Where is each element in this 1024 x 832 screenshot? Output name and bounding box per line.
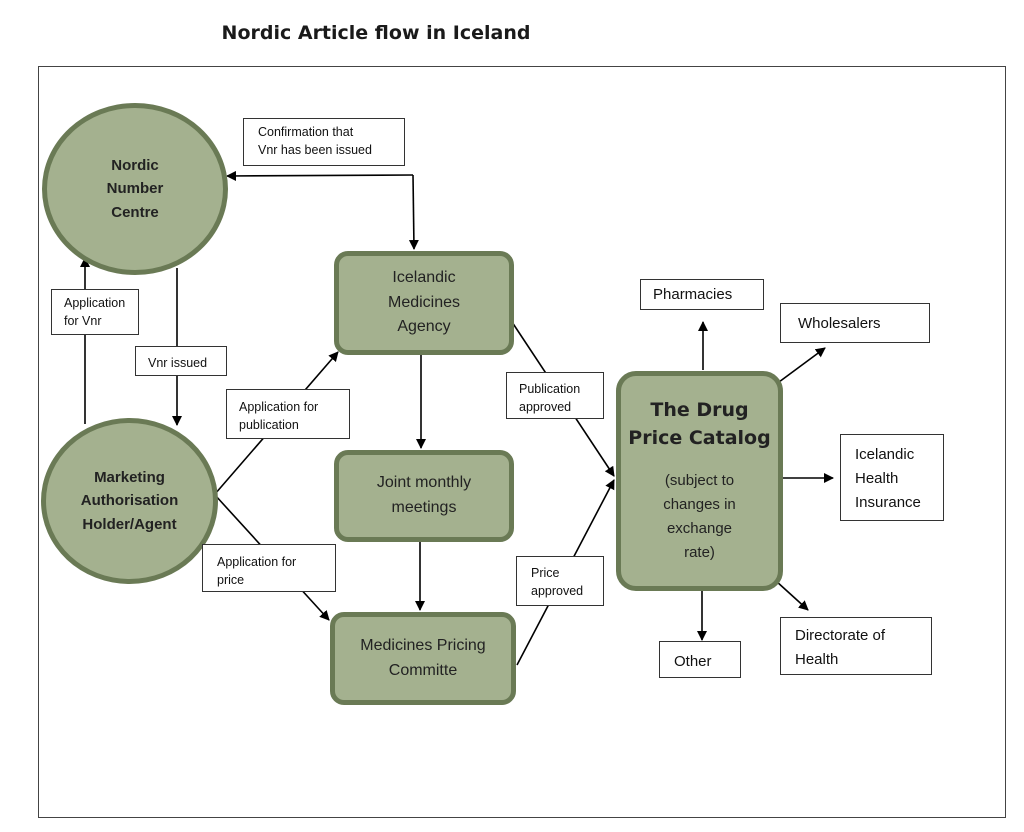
marketing-authorisation-holder-node: Marketing Authorisation Holder/Agent xyxy=(41,418,218,584)
wholesalers-box: Wholesalers xyxy=(780,303,930,343)
nordic-number-centre-label: Nordic Number Centre xyxy=(106,157,164,221)
medicines-pricing-committee-label: Medicines Pricing Committe xyxy=(360,636,486,679)
application-vnr-label: Application for Vnr xyxy=(51,289,139,335)
joint-monthly-meetings-label: Joint monthly meetings xyxy=(376,474,472,516)
publication-approved-label: Publication approved xyxy=(506,372,604,419)
page-title: Nordic Article flow in Iceland xyxy=(221,22,531,44)
arrow-to-wholesalers xyxy=(778,347,826,383)
pharmacies-box: Pharmacies xyxy=(640,279,764,310)
arrow-to-directorate xyxy=(775,580,809,611)
marketing-authorisation-holder-label: Marketing Authorisation Holder/Agent xyxy=(80,469,179,533)
icelandic-health-insurance-box: Icelandic Health Insurance xyxy=(840,434,944,521)
application-publication-label: Application for publication xyxy=(226,389,350,439)
arrow-confirmation-to-agency xyxy=(408,174,419,250)
other-box: Other xyxy=(659,641,741,678)
joint-monthly-meetings-node: Joint monthly meetings xyxy=(334,450,514,542)
icelandic-medicines-agency-node: Icelandic Medicines Agency xyxy=(334,251,514,355)
nordic-number-centre-node: Nordic Number Centre xyxy=(42,103,228,275)
confirmation-label: Confirmation that Vnr has been issued xyxy=(243,118,405,166)
application-price-label: Application for price xyxy=(202,544,336,592)
drug-price-catalog-title: The Drug Price Catalog xyxy=(628,399,771,449)
drug-price-catalog-node: The Drug Price Catalog (subject to chang… xyxy=(616,371,783,591)
price-approved-label: Price approved xyxy=(516,556,604,606)
icelandic-medicines-agency-label: Icelandic Medicines Agency xyxy=(387,268,461,336)
diagram-frame xyxy=(38,66,1006,818)
medicines-pricing-committee-node: Medicines Pricing Committe xyxy=(330,612,516,705)
directorate-of-health-box: Directorate of Health xyxy=(780,617,932,675)
vnr-issued-label: Vnr issued xyxy=(135,346,227,376)
drug-price-catalog-note: (subject to changes in exchange rate) xyxy=(663,471,736,561)
arrow-confirmation-to-nnc xyxy=(226,170,414,181)
